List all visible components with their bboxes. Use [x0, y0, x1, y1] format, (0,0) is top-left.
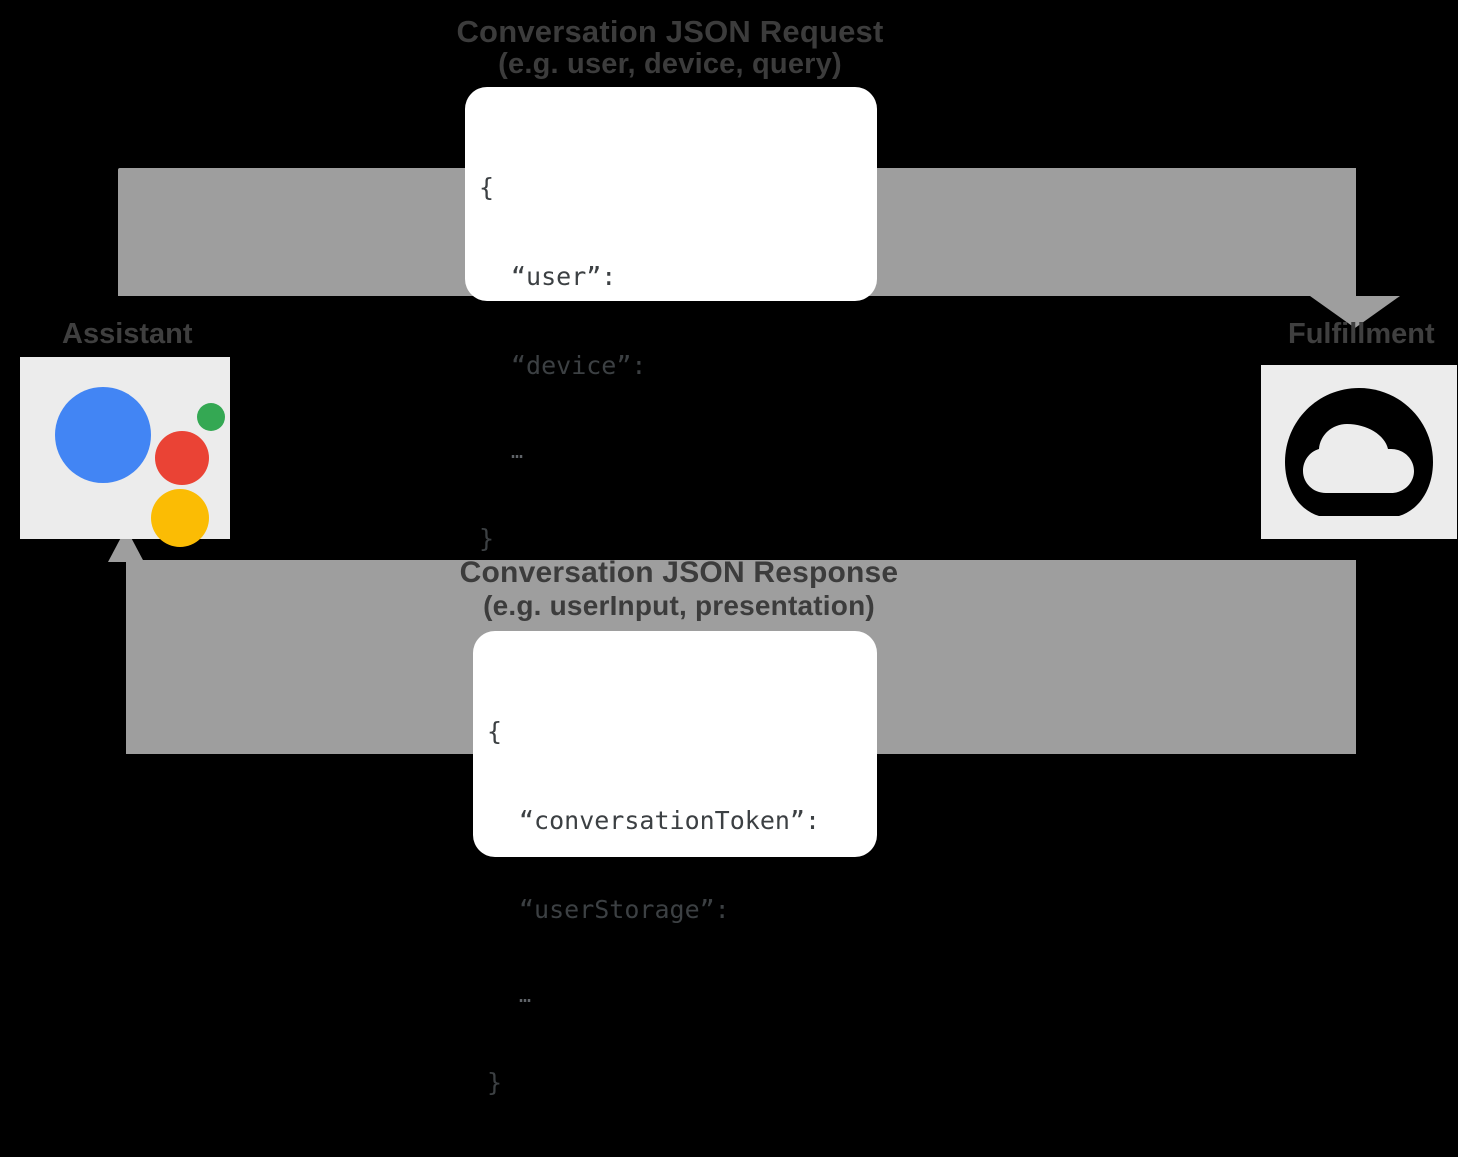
- fulfillment-node-label: Fulfillment: [1288, 318, 1435, 350]
- request-json-key-device: “device”:: [511, 351, 647, 380]
- fulfillment-node-tile: [1261, 365, 1457, 539]
- request-arrow-head-icon: [1310, 296, 1400, 328]
- request-json-key-user: “user”:: [511, 261, 617, 291]
- response-json-close-brace: }: [487, 1067, 503, 1097]
- diagram-canvas: Conversation JSON Request (e.g. user, de…: [20, 14, 1457, 1097]
- cloud-functions-icon: [1285, 388, 1433, 516]
- response-json-ellipsis: …: [519, 983, 532, 1008]
- assistant-node-tile: [20, 357, 230, 547]
- response-json-key-user-storage: “userStorage”:: [519, 895, 730, 924]
- request-json-close-brace: }: [479, 523, 495, 553]
- response-json-open-brace: {: [487, 716, 503, 746]
- response-subtitle: (e.g. userInput, presentation): [483, 590, 875, 621]
- response-json-card: { “conversationToken”: “userStorage”: … …: [473, 631, 877, 1097]
- request-title: Conversation JSON Request: [456, 14, 884, 49]
- request-json-open-brace: {: [479, 172, 495, 202]
- assistant-dot-blue-icon: [55, 387, 151, 483]
- assistant-dot-red-icon: [155, 431, 209, 485]
- response-json-key-conversation-token: “conversationToken”:: [519, 805, 821, 835]
- request-json-card: { “user”: “device”: … }: [465, 87, 877, 553]
- request-subtitle: (e.g. user, device, query): [498, 48, 842, 80]
- google-assistant-icon: [39, 373, 225, 547]
- response-title: Conversation JSON Response: [459, 556, 899, 589]
- assistant-dot-yellow-icon: [151, 489, 209, 547]
- request-json-ellipsis: …: [511, 439, 524, 464]
- assistant-node-label: Assistant: [62, 318, 193, 350]
- assistant-dot-green-icon: [197, 403, 225, 431]
